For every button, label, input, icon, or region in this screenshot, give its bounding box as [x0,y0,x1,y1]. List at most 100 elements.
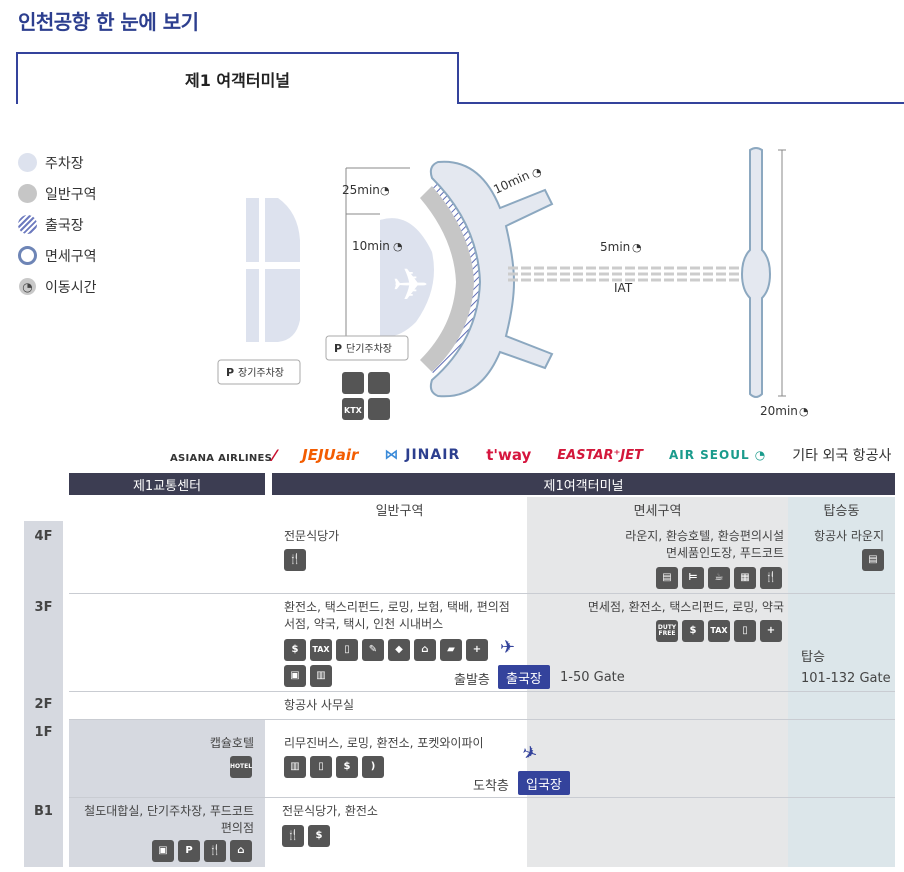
butterfly-icon: ⋈ [384,447,400,463]
legend-label: 이동시간 [45,279,97,296]
legend-item-general: 일반구역 [18,178,97,209]
b1-general-text: 전문식당가, 환전소 [282,804,378,818]
capsule-hotel-icon: HOTEL [230,756,252,778]
departure-gate-range: 1-50 Gate [560,670,625,685]
legend-item-parking: 주차장 [18,147,97,178]
4f-dutyfree-icons: ▤ ⊨ ☕ ▦ 🍴 [656,567,782,589]
b1-transport-text-1: 철도대합실, 단기주차장, 푸드코트 [84,804,254,818]
transport-center-header: 제1교통센터 [69,473,265,495]
tax-refund-icon: TAX [708,620,730,642]
lounge-icon: ▤ [862,549,884,571]
floor-column [24,521,63,867]
2f-general-text: 항공사 사무실 [284,698,355,712]
airline-airseoul[interactable]: AIR SEOUL ◔ [668,448,767,462]
airline-asiana[interactable]: ASIANA AIRLINES⁄ [170,445,277,465]
zone-header-general: 일반구역 [272,497,527,521]
restaurant-icon: 🍴 [204,840,226,862]
airline-jejuair[interactable]: JEJUair [302,446,359,464]
3f-general-text-2: 서점, 약국, 택시, 인천 시내버스 [284,617,444,631]
parking-p-icon: P [226,366,234,379]
airline-others[interactable]: 기타 외국 항공사 [792,448,892,464]
airline-eastarjet[interactable]: EASTAR⁺JET [557,447,643,463]
parking-icon: P [178,840,200,862]
clock-icon: ◔ [380,184,390,197]
1f-transport-text: 캡슐호텔 [209,736,254,750]
row-divider [69,719,895,720]
4f-boarding-text: 항공사 라운지 [813,529,884,543]
floor-guide-table: 제1교통센터 제1여객터미널 일반구역 면세구역 탑승동 4F 전문식당가 🍴 … [0,473,904,872]
insurance-icon: ✎ [362,639,384,661]
time-label-20min: 20min [760,404,798,418]
dutyfree-ring-swatch-icon [18,246,37,265]
terminal-header: 제1여객터미널 [272,473,895,495]
exchange-icon: $ [682,620,704,642]
clock-icon: ◔ [19,278,36,295]
restaurant-icon: 🍴 [760,567,782,589]
short-term-parking-lot [380,218,434,337]
1f-general-icons: ▥ ▯ $ ) [284,756,384,778]
arrival-hall-badge[interactable]: 입국장 [518,771,570,795]
tax-refund-icon: TAX [310,639,332,661]
taxi-icon: ▣ [284,665,306,687]
4f-general-text: 전문식당가 [284,529,340,543]
4f-boarding-icons: ▤ [862,549,884,571]
3f-dutyfree-icons: DUTY FREE $ TAX ▯ + [656,620,782,642]
legend-item-departure: 출국장 [18,209,97,240]
terminal-tabs: 제1 여객터미널 [16,52,904,104]
bus-icon: ▥ [310,665,332,687]
airline-tway[interactable]: t'way [486,446,532,464]
roaming-icon: ▯ [336,639,358,661]
long-term-parking-lot [240,198,306,342]
departure-plane-icon: ✈ [500,637,516,658]
roaming-icon: ▯ [734,620,756,642]
4f-general-icons: 🍴 [284,549,306,571]
iat-label: IAT [614,281,633,295]
convenience-icon: ▦ [734,567,756,589]
b1-general-icons: 🍴 $ [282,825,330,847]
floor-label-2f: 2F [34,697,53,712]
train-icon [342,372,364,394]
legend-item-dutyfree: 면세구역 [18,240,97,271]
iat-rail [508,266,748,282]
exchange-icon: $ [284,639,306,661]
3f-boarding-gates: 101-132 Gate [801,671,891,686]
legend-label: 주차장 [45,155,84,172]
1f-transport-icons: HOTEL [230,756,252,778]
time-label-5min: 5min [600,240,630,254]
lounge-icon: ▤ [656,567,678,589]
main-concourse [429,160,554,398]
parking-swatch-icon [18,153,37,172]
train-icon: ▣ [152,840,174,862]
floor-label-4f: 4F [34,529,53,544]
legend-label: 면세구역 [45,248,97,265]
airseoul-logo-icon: ◔ [754,448,767,462]
parking-p-icon: P [334,342,342,355]
restaurant-icon: 🍴 [284,549,306,571]
convenience-store-icon: ⌂ [414,639,436,661]
zone-header-boarding: 탑승동 [788,497,895,521]
legend-label: 일반구역 [45,186,97,203]
ktx-icon [342,398,364,420]
plane-icon: ✈ [392,260,429,311]
ktx-mark: KTX [344,406,363,415]
general-area-arc [420,186,476,372]
3f-general-text-1: 환전소, 택스리펀드, 로밍, 보험, 택배, 편의점 [284,600,510,614]
floor-label-3f: 3F [34,600,53,615]
clock-icon: ◔ [532,166,542,179]
tab-divider-line [459,102,904,104]
tab-terminal-1[interactable]: 제1 여객터미널 [16,52,459,104]
4f-dutyfree-text-1: 라운지, 환승호텔, 환승편의시설 [625,529,784,543]
time-label-25min: 25min [342,183,380,197]
terminal-map: ✈ 25min ◔ 10min ◔ 10min ◔ 5min ◔ IAT 20m… [217,147,809,420]
roaming-icon: ▯ [310,756,332,778]
clock-icon: ◔ [632,241,642,254]
cafe-icon: ☕ [708,567,730,589]
3f-dutyfree-text: 면세점, 환전소, 택스리펀드, 로밍, 약국 [587,600,784,614]
row-divider [69,797,895,798]
bus-icon [368,372,390,394]
1f-general-text: 리무진버스, 로밍, 환전소, 포켓와이파이 [284,736,484,750]
departure-hall-badge[interactable]: 출국장 [498,665,550,689]
boarding-concourse [740,147,772,398]
clock-icon: ◔ [393,240,403,253]
airline-jinair[interactable]: ⋈ JINAIR [384,447,461,463]
